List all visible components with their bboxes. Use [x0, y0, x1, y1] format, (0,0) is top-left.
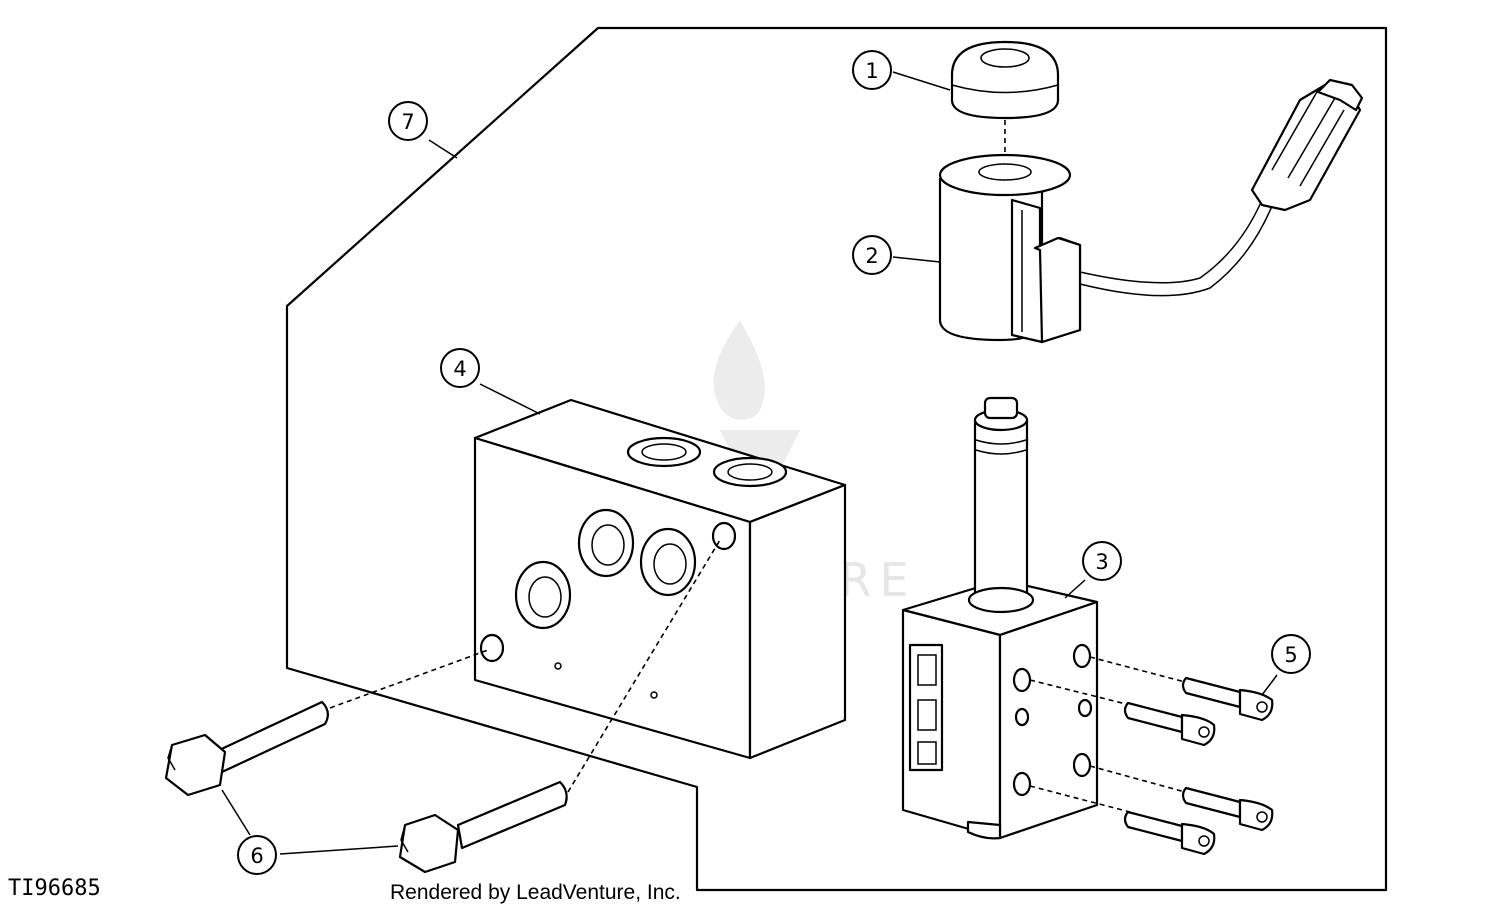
credit-text: Rendered by LeadVenture, Inc.: [390, 881, 681, 904]
callout-4: 4: [440, 348, 480, 388]
valve-cartridge-part: [901, 396, 1099, 840]
figure-id: TI96685: [8, 876, 101, 901]
callout-6-label: 6: [250, 844, 263, 868]
callout-5-label: 5: [1284, 643, 1297, 667]
cap-screw-part: [1029, 656, 1274, 856]
callout-7-label: 7: [401, 110, 414, 134]
flange-bolt-part: [164, 539, 721, 874]
callout-1: 1: [852, 50, 892, 90]
callout-3: 3: [1082, 541, 1122, 581]
valve-assembly-outline: [285, 26, 1388, 892]
callout-2: 2: [852, 235, 892, 275]
callout-6: 6: [237, 835, 277, 875]
callout-5: 5: [1271, 634, 1311, 674]
callout-1-label: 1: [865, 59, 878, 83]
leader-lines: [221, 71, 1278, 855]
callout-4-label: 4: [453, 357, 466, 381]
callout-3-label: 3: [1095, 550, 1108, 574]
solenoid-coil-part: [938, 78, 1364, 344]
cap-part: [950, 40, 1060, 120]
valve-body-part: [473, 398, 847, 760]
callout-2-label: 2: [865, 244, 878, 268]
callout-7: 7: [388, 101, 428, 141]
